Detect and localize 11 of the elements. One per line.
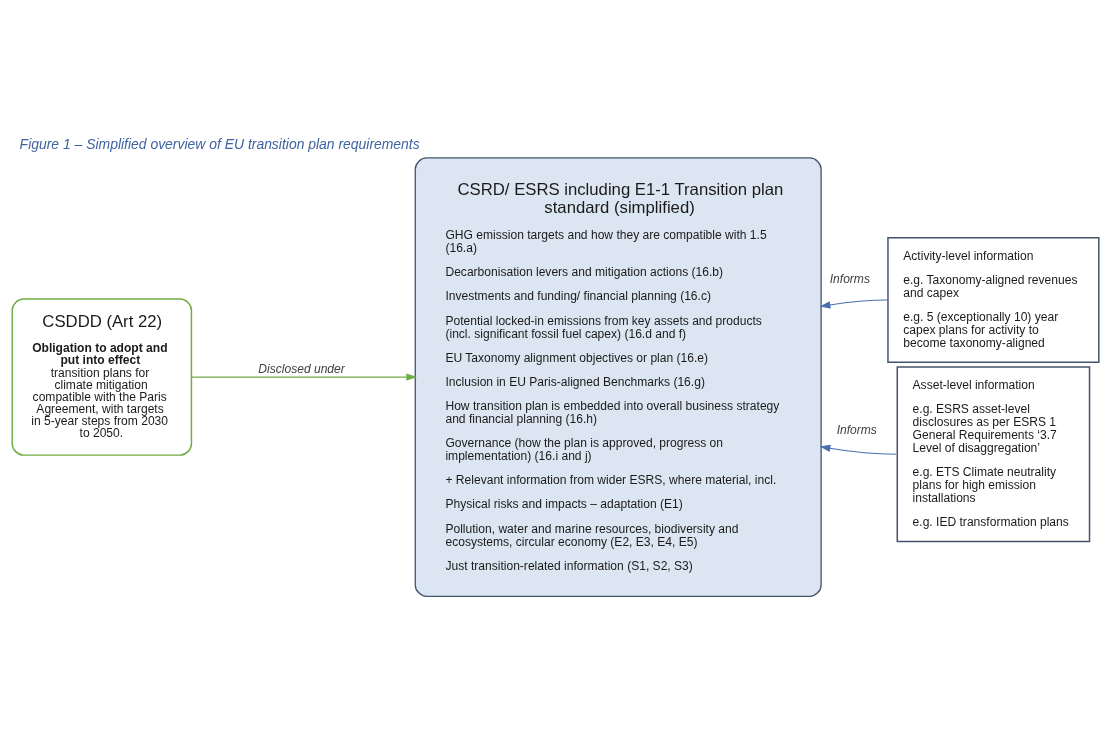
node-box: CSRD/ ESRS including E1-1 Transition plan standard (simplified) GHG emission targets and how they are compatible with 1.5 (16.a) Decarbonisation levers and mitigation actions (16.b) Investments and funding/ financial planning (16.c) Potential locked-in emissions from key assets and products (incl. significant fossil fuel capex) (16.d and f) EU Taxonomy alignment objectives or plan (16.e) Inclusion in EU Paris-aligned Benchmarks (16.g) How transition plan is embedded into overall business strategy and financial planning (16.h) Governance (how the plan is approved, progress on implementation) (16.i and j) + Relevant information from wider ESRS, where material, incl. Physical risks and impacts – adaptation (E1) Pollution, water and marine resources, biodiversity and ecosystems, circular economy (E2, E3, E4, E5) Just transition-related information (S1, S2, S3) [414, 156, 822, 597]
node-box: Activity-level information e.g. Taxonomy-aligned revenues and capex e.g. 5 (exceptionally 10) year capex plans for activity to become taxonomy-aligned [887, 236, 1100, 363]
diagram-title: Figure 1 – Simplified overview of EU transition plan requirements [19, 135, 420, 152]
edge-label: Informs [836, 422, 877, 437]
arrow [819, 298, 889, 309]
node-box: Asset-level information e.g. ESRS asset-level disclosures as per ESRS 1 General Requirements ‘3.7 Level of disaggregation’ e.g. ETS Climate neutrality plans for high emission installations e.g. IED transformation plans [896, 365, 1091, 542]
node-box: CSDDD (Art 22) Obligation to adopt and put into effect transition plans for climate mitigation compatible with the Paris Agreement, with targets in 5-year steps from 2030 to 2050. [11, 297, 193, 456]
edge-label: Informs [829, 271, 870, 286]
edge-label: Disclosed under [258, 361, 345, 376]
arrow [819, 444, 897, 455]
arrow [190, 372, 417, 381]
